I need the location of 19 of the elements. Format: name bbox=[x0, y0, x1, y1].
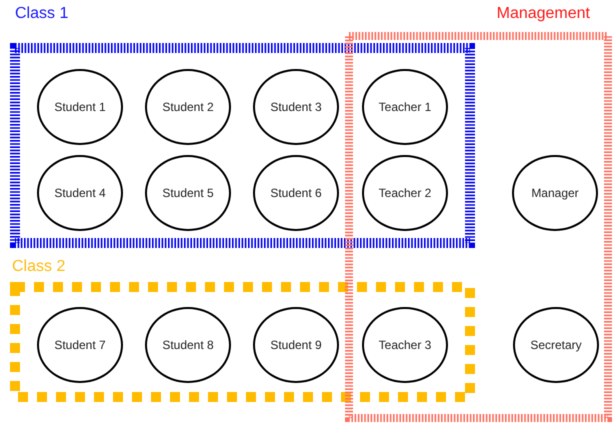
ellipse-node: Student 6 bbox=[253, 155, 339, 231]
group-frame bbox=[10, 258, 476, 403]
ellipse-node: Secretary bbox=[513, 307, 599, 383]
ellipse-node: Manager bbox=[512, 155, 598, 231]
ellipse-node: Teacher 1 bbox=[362, 69, 448, 145]
ellipse-node: Student 8 bbox=[145, 307, 231, 383]
ellipse-node: Student 4 bbox=[37, 155, 123, 231]
group-heading: Class 2 bbox=[12, 258, 66, 276]
ellipse-node: Student 3 bbox=[253, 69, 339, 145]
ellipse-node: Teacher 2 bbox=[362, 155, 448, 231]
group-frame bbox=[10, 5, 476, 248]
group-heading: Management bbox=[496, 5, 590, 23]
group-heading: Class 1 bbox=[15, 5, 68, 23]
ellipse-node: Teacher 3 bbox=[362, 307, 448, 383]
ellipse-node: Student 7 bbox=[37, 307, 123, 383]
ellipse-node: Student 5 bbox=[145, 155, 231, 231]
ellipse-node: Student 9 bbox=[253, 307, 339, 383]
ellipse-node: Student 1 bbox=[37, 69, 123, 145]
ellipse-node: Student 2 bbox=[145, 69, 231, 145]
